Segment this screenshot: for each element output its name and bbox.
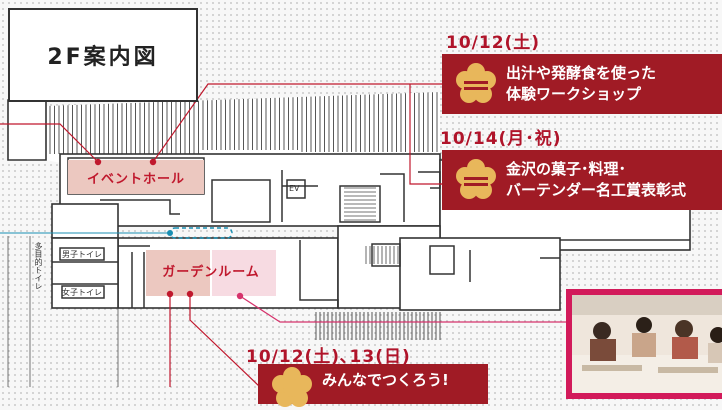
- ume-blossom-icon: [456, 63, 496, 103]
- garden-room-area-a[interactable]: [146, 250, 210, 296]
- connector-dots: [94, 158, 194, 298]
- workshop-photo: [566, 289, 722, 399]
- womens-toilet-label: 女子トイレ: [62, 288, 102, 297]
- event-2-date: 10/14(月･祝): [440, 129, 562, 149]
- event-hall-label: イベントホール: [86, 171, 185, 187]
- lower-hatching: [315, 312, 441, 340]
- walkway-bridge: [169, 227, 233, 239]
- ume-blossom-icon: [456, 159, 496, 199]
- event-3-card[interactable]: みんなでつくろう!: [258, 364, 488, 407]
- event-hall-area[interactable]: [68, 160, 204, 194]
- garden-room-area-b[interactable]: [212, 250, 276, 296]
- ume-blossom-icon: [272, 367, 312, 407]
- ev-label: EV: [289, 184, 300, 193]
- floor-plan: [0, 83, 691, 387]
- multipurpose-toilet-label: 多目的トイレ: [34, 242, 43, 290]
- garden-room-label: ガーデンルーム: [162, 264, 260, 280]
- event-2-line-2: バーテンダー名工賞表彰式: [506, 181, 687, 199]
- column-grid: [7, 236, 119, 387]
- mens-toilet-label: 男子トイレ: [62, 250, 102, 259]
- connector-lines: [0, 83, 566, 387]
- event-2-line-1: 金沢の菓子･料理･: [506, 160, 627, 178]
- event-1-date: 10/12(土): [446, 33, 541, 53]
- event-2-card[interactable]: 金沢の菓子･料理･ バーテンダー名工賞表彰式: [442, 150, 722, 210]
- event-3-line-1: みんなでつくろう!: [322, 371, 449, 389]
- event-3-date: 10/12(土)､13(日): [246, 347, 411, 367]
- event-1-card[interactable]: 出汁や発酵食を使った 体験ワークショップ: [442, 54, 722, 114]
- stairs: [344, 187, 399, 264]
- floor-title: 2F案内図: [8, 8, 198, 102]
- event-1-line-2: 体験ワークショップ: [506, 85, 642, 103]
- event-1-line-1: 出汁や発酵食を使った: [506, 64, 657, 82]
